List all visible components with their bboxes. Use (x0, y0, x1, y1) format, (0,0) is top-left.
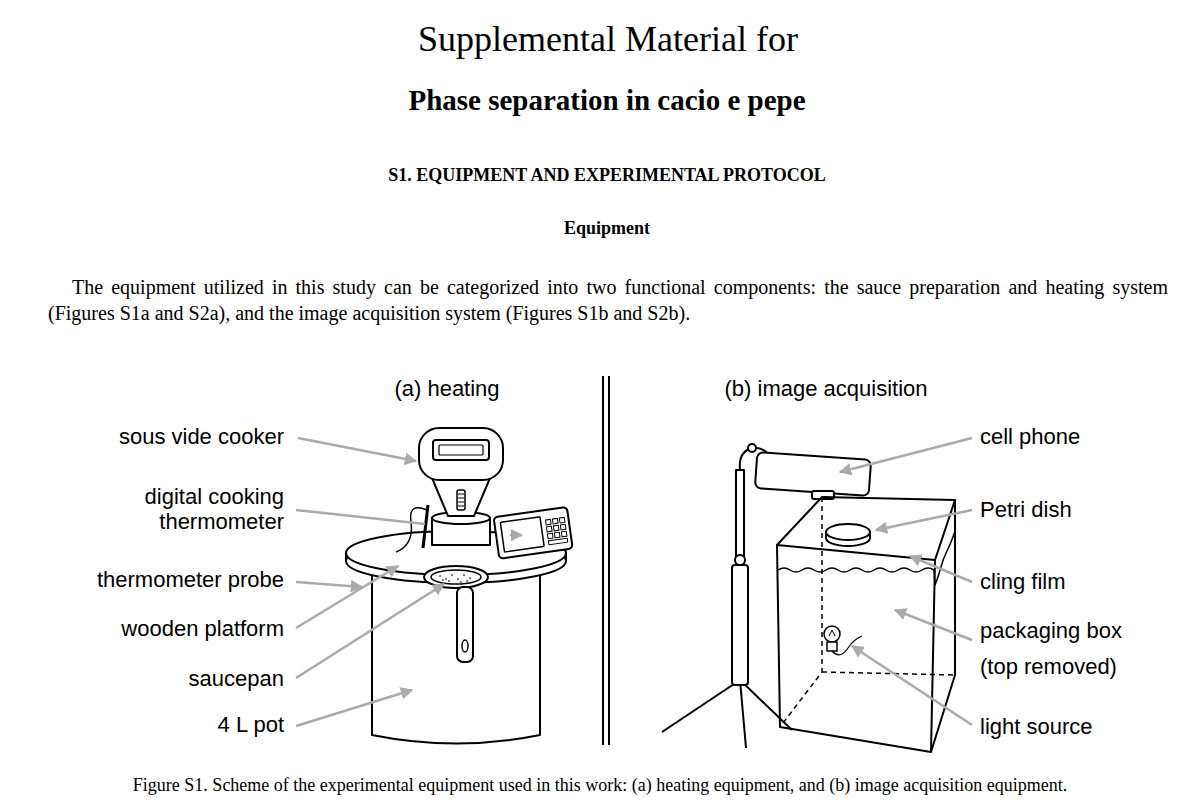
part-name: thermometer probe (24, 567, 284, 593)
part-name: cling film (980, 569, 1180, 595)
sauce-dots (466, 580, 468, 582)
thermometer-device (554, 532, 560, 538)
paper-title: Phase separation in cacio e pepe (157, 83, 1057, 118)
cooker-ticks (458, 502, 464, 503)
leader-line (296, 582, 362, 587)
sauce-dots (460, 581, 462, 583)
leader-line (296, 690, 412, 726)
thermometer-device (559, 517, 565, 523)
tripod (748, 444, 756, 452)
sauce-dots (469, 577, 471, 579)
thermometer-device (552, 518, 558, 524)
tripod (732, 565, 748, 685)
heating-illustration (565, 553, 567, 561)
box-top (777, 497, 955, 545)
sauce-dots (451, 574, 453, 576)
section-heading: S1. EQUIPMENT AND EXPERIMENTAL PROTOCOL (157, 165, 1057, 187)
box-hidden-edges (780, 497, 955, 727)
handle-hole (462, 640, 468, 652)
part-name: sous vide cooker (24, 424, 284, 450)
leader-line (296, 566, 398, 628)
cooker-ticks (458, 498, 464, 499)
petri-top (826, 524, 870, 540)
thermometer-device (553, 525, 559, 531)
tripod (736, 470, 744, 565)
cooker-body (432, 478, 490, 516)
thermometer-device (545, 517, 567, 544)
thermometer-device (548, 538, 567, 545)
heating-illustration (346, 428, 573, 744)
panel-separator (608, 376, 610, 745)
sauce-dots (445, 578, 447, 580)
sauce-dots (442, 579, 444, 581)
supplement-heading: Supplemental Material for (158, 18, 1058, 61)
part-name: light source (980, 714, 1180, 740)
heating-illustration (345, 553, 347, 561)
body-paragraph: The equipment utilized in this study can… (48, 274, 1168, 326)
thermometer-device (547, 533, 553, 539)
subsection-heading: Equipment (307, 218, 907, 240)
panel-label: (a) heating (297, 376, 597, 402)
saucepan-inner (431, 570, 481, 584)
bulb-filament (829, 630, 835, 636)
pot-body (372, 560, 540, 744)
tripod (740, 680, 746, 748)
sauce-dots (439, 575, 441, 577)
bulb-wire (832, 636, 862, 655)
panel-separator (602, 376, 604, 745)
part-name: cell phone (980, 424, 1180, 450)
sauce-dots (463, 574, 465, 576)
part-name: digital cooking thermometer (119, 484, 284, 534)
sauce-dots (457, 578, 459, 580)
saucepan-handle (457, 587, 473, 662)
bulb-glass (824, 626, 840, 642)
thermometer-device (545, 519, 551, 525)
tripod (735, 555, 745, 565)
part-name: 4 L pot (24, 712, 284, 738)
leader-line (840, 438, 972, 472)
part-name: wooden platform (24, 616, 284, 642)
thermometer-device (561, 531, 567, 537)
cooker-head (419, 428, 503, 480)
panel-separator (603, 376, 609, 745)
part-name: packaging box (top removed) (980, 613, 1145, 685)
sauce-dots (448, 580, 450, 582)
cooker-ticks (458, 494, 464, 495)
thermometer-device (546, 526, 552, 532)
cooker-ticks (458, 506, 464, 507)
acquisition-illustration (662, 444, 955, 752)
cooker-ticks (458, 494, 464, 506)
thermometer-device (494, 507, 573, 559)
leader-line (510, 534, 522, 537)
figure-caption: Figure S1. Scheme of the experimental eq… (10, 775, 1190, 797)
cooker-display (433, 440, 489, 460)
leader-line (876, 510, 972, 530)
cooker-slider (457, 490, 465, 510)
leader-line (852, 646, 972, 725)
panel-label: (b) image acquisition (646, 376, 1006, 402)
leader-line (910, 556, 972, 582)
saucepan-rim (424, 566, 488, 588)
probe-rod (423, 505, 428, 548)
thermometer-device (560, 524, 566, 530)
part-name: Petri dish (980, 497, 1180, 523)
bulb-base (827, 642, 837, 651)
part-name: saucepan (24, 666, 284, 692)
leader-line (296, 584, 444, 678)
thermometer-device (494, 507, 573, 559)
sauce-dots (439, 574, 471, 583)
thermometer-device (500, 517, 544, 552)
cooker-screen (439, 445, 483, 455)
phone (755, 452, 871, 496)
tripod (662, 680, 740, 732)
leader-line (298, 438, 416, 461)
leader-lines (296, 438, 972, 726)
leader-line (895, 610, 972, 640)
leader-line (296, 510, 425, 524)
cling-film (778, 531, 955, 585)
